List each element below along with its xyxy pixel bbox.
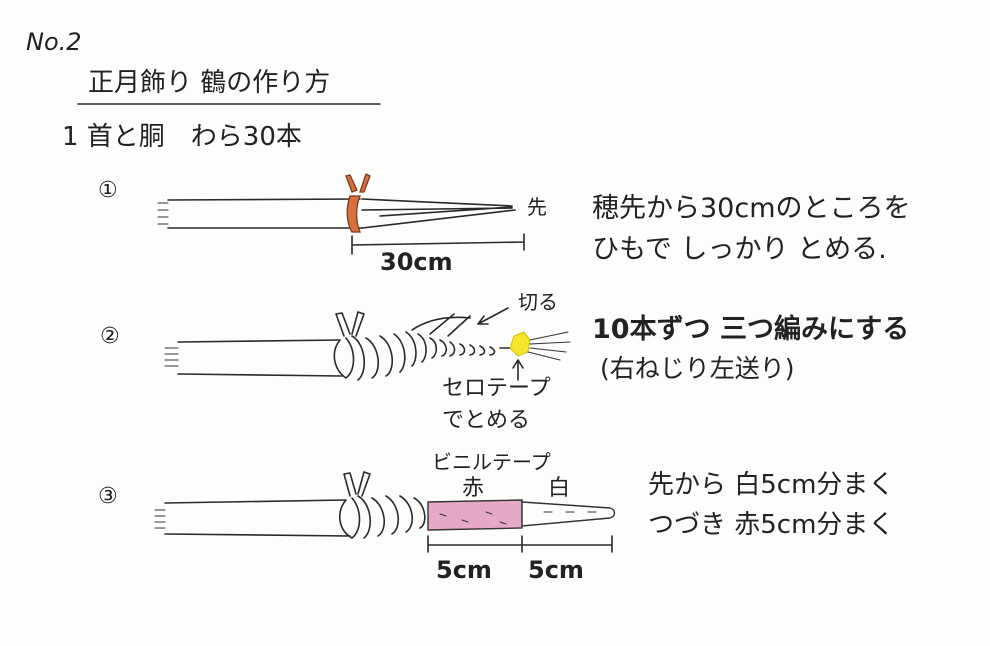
- crossed-strand: [411, 313, 471, 337]
- straw-bundle-2: [177, 339, 343, 377]
- step-3-vinyl-label: ビニルテープ: [432, 450, 551, 474]
- step-1-marker: ①: [98, 178, 118, 203]
- straw-bundle-3: [164, 499, 351, 537]
- measure-line-3: [427, 535, 613, 553]
- step-2-drawing: [164, 307, 571, 381]
- step-1-tip-label: 先: [527, 195, 547, 219]
- step-3-measure-white: 5cm: [528, 556, 584, 584]
- white-tape-section: [521, 501, 616, 527]
- bundle-cut-end-2: [164, 347, 179, 367]
- step-2-instruction-line2: (右ねじり左送り): [600, 354, 795, 383]
- braid-3: [339, 495, 426, 539]
- sheet-number: No.2: [26, 28, 82, 56]
- step-2-tape-label-line2: でとめる: [442, 408, 531, 433]
- section-heading: 1 首と胴 わら30本: [62, 122, 302, 152]
- cello-tape: [509, 331, 531, 357]
- tie-string: [345, 173, 371, 233]
- step-2-instruction-line1: 10本ずつ 三つ編みにする: [592, 314, 910, 345]
- page-title: 正月飾り 鶴の作り方: [88, 68, 331, 98]
- straw-tip-2: [527, 331, 571, 361]
- straw-bundle-1: [167, 198, 363, 229]
- step-3-marker: ③: [98, 484, 118, 509]
- straw-tip-1: [361, 198, 516, 229]
- step-2-marker: ②: [100, 324, 120, 349]
- step-3-measure-red: 5cm: [436, 556, 492, 584]
- bundle-cut-end-1: [157, 202, 169, 225]
- step-3-instruction-line2: つづき 赤5cm分まく: [648, 510, 895, 540]
- bow-knot-2: [335, 311, 365, 337]
- braid: [333, 331, 513, 381]
- step-1-instruction-line2: ひもで しっかり とめる.: [592, 234, 887, 265]
- step-2-cut-label: 切る: [518, 290, 558, 314]
- bow-knot-3: [343, 471, 371, 497]
- step-2-tape-label-line1: セロテープ: [442, 376, 551, 401]
- cut-arrow: [477, 307, 509, 325]
- step-3-drawing: [154, 471, 616, 553]
- step-1-drawing: [157, 173, 525, 255]
- step-3-instruction-line1: 先から 白5cm分まく: [648, 470, 895, 500]
- measure-line-1: [351, 233, 525, 255]
- step-1-measure: 30cm: [380, 248, 453, 276]
- bundle-cut-end-3: [154, 509, 166, 529]
- step-3-red-label: 赤: [462, 476, 485, 501]
- tape-arrow: [512, 359, 524, 381]
- step-1-instruction-line1: 穂先から30cmのところを: [592, 193, 911, 224]
- step-3-white-label: 白: [548, 476, 571, 501]
- red-tape-section: [427, 499, 523, 531]
